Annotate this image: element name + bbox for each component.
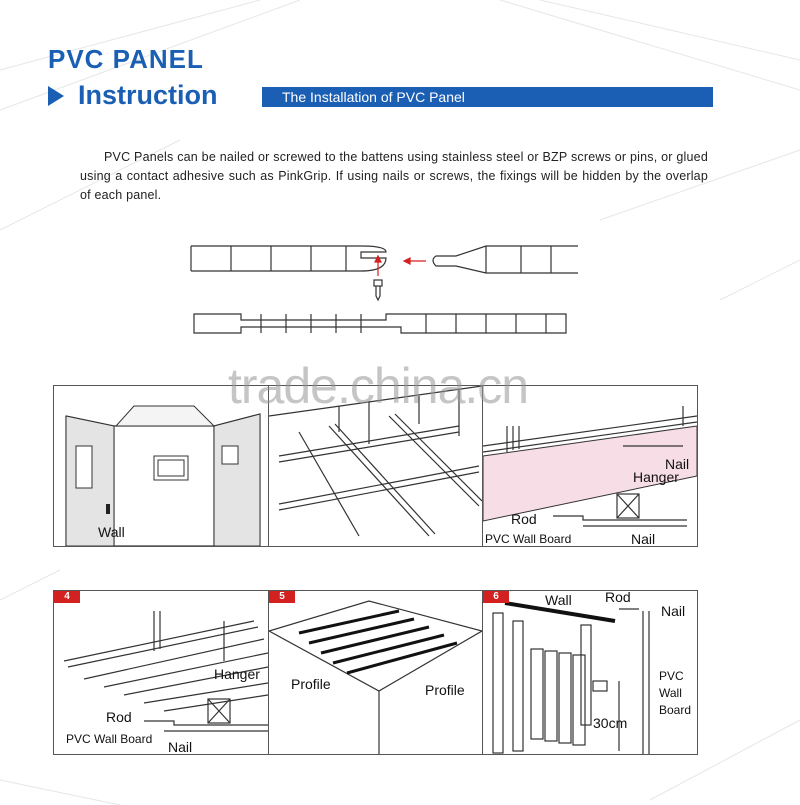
wall-label: Wall [98,524,125,540]
step-badge-5: 5 [269,591,295,603]
board-label: Board [659,703,692,717]
step-4-panel: 4 Hanger Rod PVC Wall Board Nail [53,590,269,755]
step-2-panel [268,385,483,547]
wall-label: Wall [545,592,572,608]
room-wall-illustration [65,405,261,546]
panel-joint-diagram [190,245,578,334]
wall-label-side: Wall [659,686,682,700]
step-3-panel: Nail Hanger Rod PVC Wall Board Nail [482,385,698,547]
pvc-label: PVC [659,669,684,683]
nail-label: Nail [168,739,193,755]
step-6-panel: 6 Wall Rod Nail PVC Wall Board 30cm [482,590,698,755]
section-banner: The Installation of PVC Panel [262,87,713,107]
pvc-wall-board-label: PVC Wall Board [66,732,153,746]
intro-paragraph: PVC Panels can be nailed or screwed to t… [80,148,708,205]
section-heading-text: Instruction [78,80,218,110]
step-badge-4: 4 [54,591,80,603]
distance-label: 30cm [593,715,628,731]
rods-hanger-illustration [63,611,268,732]
step-badge-6: 6 [483,591,509,603]
nail-label-top: Nail [665,456,690,472]
rod-label: Rod [106,709,132,725]
profile-illustration [269,600,482,754]
wall-board-illustration [492,601,650,754]
section-heading: Instruction [48,80,218,111]
watermark: trade.china.cn [228,358,529,414]
pvc-wall-board-label: PVC Wall Board [485,532,572,546]
intro-text: PVC Panels can be nailed or screwed to t… [80,150,708,202]
step-1-panel: Wall [53,385,269,547]
rod-label: Rod [605,590,631,605]
nail-label-bottom: Nail [631,531,656,547]
profile-label-right: Profile [425,682,465,698]
hanger-label: Hanger [633,469,679,485]
page-title: PVC PANEL [48,44,204,74]
profile-label-left: Profile [291,676,331,692]
triangle-arrow-icon [48,85,64,106]
hanger-board-illustration [483,406,697,527]
step-5-panel: 5 Profile Profile [268,590,483,755]
hanger-label: Hanger [214,666,260,682]
nail-label: Nail [661,603,686,619]
rod-label: Rod [511,511,537,527]
ceiling-grid-illustration [269,386,482,537]
